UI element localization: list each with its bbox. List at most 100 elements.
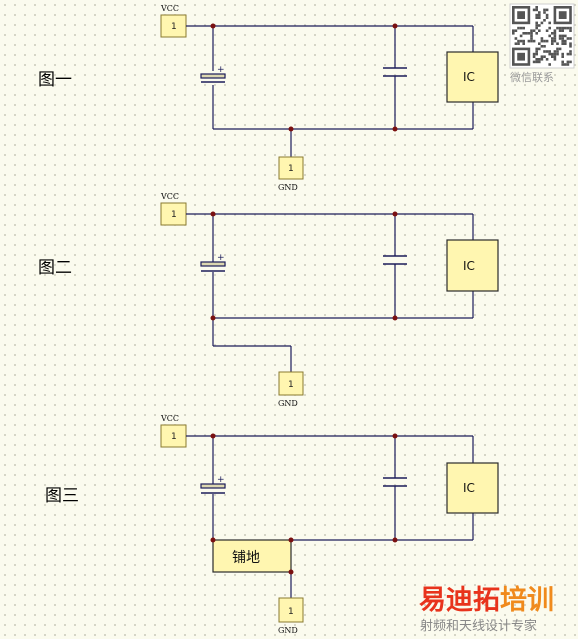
gnd-port[interactable]: 1 GND <box>278 156 304 192</box>
qr-module <box>530 34 533 38</box>
qr-module <box>551 55 554 58</box>
vcc-port[interactable]: VCC 1 <box>160 414 187 448</box>
electrolytic-capacitor[interactable]: + <box>200 253 226 272</box>
ground-pour[interactable]: 铺地 <box>212 539 292 573</box>
qr-module <box>540 45 544 48</box>
gnd-port[interactable]: 1 GND <box>278 597 304 635</box>
figure-2: 图二 VCC 1 + IC <box>38 192 499 408</box>
net-wires <box>186 435 474 598</box>
qr-module <box>512 29 515 32</box>
qr-module <box>569 50 572 53</box>
figure-1: 图一 VCC 1 + <box>38 4 499 192</box>
qr-module <box>540 21 544 25</box>
junction-dot <box>210 315 216 321</box>
vcc-port[interactable]: VCC 1 <box>160 4 187 38</box>
qr-module <box>540 37 544 40</box>
ic-label: IC <box>463 259 475 273</box>
qr-module <box>561 29 564 32</box>
figure-3-label: 图三 <box>45 486 79 506</box>
qr-module <box>540 58 544 61</box>
qr-module <box>566 52 570 56</box>
ic-body[interactable] <box>446 51 499 103</box>
ic-block[interactable]: IC <box>446 462 499 514</box>
qr-module <box>535 60 538 64</box>
ground-pour-label: 铺地 <box>232 550 260 566</box>
qr-module <box>556 52 559 56</box>
ground-pour-area[interactable] <box>212 539 292 573</box>
gnd-port-box[interactable] <box>278 597 304 623</box>
figure-1-label: 图一 <box>38 70 72 90</box>
electrolytic-capacitor[interactable]: + <box>200 65 226 83</box>
qr-module <box>564 26 567 30</box>
vcc-port-pin: 1 <box>171 210 177 220</box>
cap-positive-plate <box>200 483 226 489</box>
ic-body[interactable] <box>446 239 499 292</box>
polarity-plus: + <box>217 253 225 263</box>
qr-module <box>512 32 515 35</box>
junction-dot <box>210 23 216 29</box>
ic-body[interactable] <box>446 462 499 514</box>
qr-module <box>548 21 551 25</box>
ceramic-capacitor[interactable] <box>383 255 407 265</box>
qr-module <box>551 52 554 56</box>
qr-module <box>530 37 533 40</box>
qr-module <box>553 58 557 61</box>
qr-module <box>522 42 525 45</box>
qr-module <box>525 32 528 35</box>
junction-dot <box>392 126 398 132</box>
junction-dot <box>210 537 216 543</box>
qr-module <box>532 39 536 43</box>
qr-module <box>561 52 564 56</box>
qr-module <box>535 47 538 51</box>
gnd-port[interactable]: 1 GND <box>278 371 304 408</box>
gnd-port-box[interactable] <box>278 156 304 180</box>
qr-module <box>532 55 536 58</box>
brand-slogan: 射频和天线设计专家 <box>420 618 537 634</box>
qr-module <box>535 50 538 53</box>
qr-module <box>556 26 559 30</box>
gnd-port-box[interactable] <box>278 371 304 396</box>
ceramic-capacitor[interactable] <box>383 477 407 487</box>
gnd-port-pin: 1 <box>288 164 294 174</box>
qr-module <box>535 16 538 19</box>
qr-module <box>561 42 564 45</box>
qr-module <box>540 55 544 58</box>
qr-module <box>543 55 546 58</box>
qr-module <box>532 8 536 12</box>
qr-module <box>538 42 541 45</box>
qr-module <box>561 26 564 30</box>
qr-module <box>548 52 551 56</box>
qr-module <box>564 42 567 45</box>
qr-module <box>532 60 536 64</box>
qr-module <box>564 34 567 38</box>
qr-module <box>548 50 551 53</box>
qr-module <box>551 37 554 40</box>
qr-module <box>545 50 549 53</box>
qr-module <box>535 13 538 17</box>
ic-block[interactable]: IC <box>446 51 499 103</box>
qr-module <box>548 63 551 66</box>
junction-dot <box>392 23 398 29</box>
figure-3: 图三 VCC 1 + IC <box>45 414 499 635</box>
qr-module <box>530 39 533 43</box>
qr-module <box>543 50 546 53</box>
brand-logo-text: 易迪拓培训 <box>419 585 554 616</box>
vcc-port[interactable]: VCC 1 <box>160 192 187 226</box>
qr-module <box>561 34 564 38</box>
qr-module <box>538 24 541 27</box>
electrolytic-capacitor[interactable]: + <box>200 475 226 494</box>
qr-module <box>538 13 541 17</box>
qr-module <box>561 63 564 66</box>
qr-module <box>551 32 554 35</box>
qr-module <box>532 29 536 32</box>
junction-dot <box>392 315 398 321</box>
qr-module <box>545 8 549 12</box>
qr-module <box>558 47 562 51</box>
figure-2-label: 图二 <box>38 258 72 278</box>
ceramic-capacitor[interactable] <box>383 67 407 77</box>
qr-module <box>538 29 541 32</box>
ic-block[interactable]: IC <box>446 239 499 292</box>
junction-dot <box>392 211 398 217</box>
qr-module <box>538 16 541 19</box>
qr-module <box>517 52 525 61</box>
